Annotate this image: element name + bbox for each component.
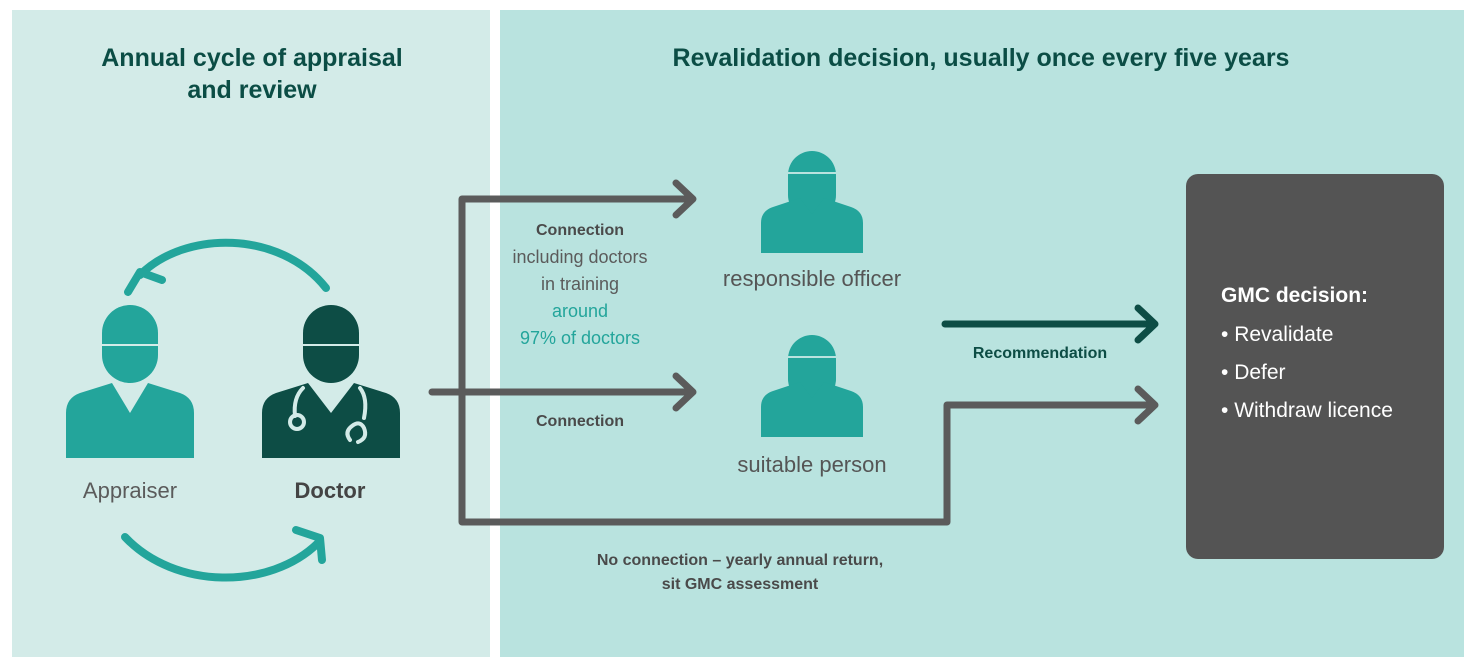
gmc-decision-item: • Withdraw licence — [1221, 399, 1393, 422]
top-connection-text: Connection including doctors in training… — [495, 217, 665, 352]
recommendation-arrow — [941, 304, 1159, 344]
no-connection-arrow — [458, 388, 1154, 526]
top-connection-heading: Connection — [536, 222, 624, 239]
suitable-person-person-icon — [761, 335, 863, 437]
no-connection-line2: sit GMC assessment — [661, 576, 819, 593]
left-panel-title: Annual cycle of appraisal and review — [60, 42, 444, 106]
left-panel-title-line1: Annual cycle of appraisal — [101, 44, 403, 72]
recommendation-label: Recommendation — [972, 345, 1108, 362]
mid-connection-label: Connection — [536, 413, 624, 430]
suitable-person-label: suitable person — [737, 452, 887, 477]
top-connection-highlight1: around — [551, 301, 609, 321]
top-connection-highlight2: 97% of doctors — [519, 328, 641, 348]
cycle-arrow-top-icon — [124, 238, 330, 296]
appraiser-label: Appraiser — [82, 478, 178, 503]
doctor-label: Doctor — [294, 478, 366, 503]
gmc-decision-list: • Revalidate • Defer • Withdraw licence — [1221, 316, 1393, 430]
left-panel-title-line2: and review — [187, 76, 317, 104]
gmc-decision-title: GMC decision: — [1221, 284, 1369, 307]
gmc-decision-item: • Revalidate — [1221, 323, 1334, 346]
top-connection-line3: in training — [540, 274, 620, 294]
no-connection-arrowhead — [1134, 385, 1159, 425]
mid-connection-arrowhead — [672, 372, 697, 412]
top-connection-arrow — [458, 195, 694, 396]
cycle-arrow-bottom-icon — [121, 526, 326, 582]
responsible-officer-label: responsible officer — [722, 266, 902, 291]
no-connection-line1: No connection – yearly annual return, — [596, 552, 884, 569]
responsible-officer-person-icon — [761, 151, 863, 253]
connection-lines — [428, 179, 1159, 526]
left-panel-background — [12, 10, 490, 657]
gmc-decision-box: GMC decision: • Revalidate • Defer • Wit… — [1186, 174, 1444, 559]
no-connection-label: No connection – yearly annual return, si… — [520, 549, 960, 597]
right-panel-title: Revalidation decision, usually once ever… — [672, 44, 1290, 72]
appraiser-person-icon — [66, 305, 194, 458]
top-connection-arrowhead — [672, 179, 697, 219]
top-connection-line2: including doctors — [512, 247, 648, 267]
doctor-person-icon — [262, 305, 400, 458]
gmc-decision-item: • Defer — [1221, 361, 1286, 384]
